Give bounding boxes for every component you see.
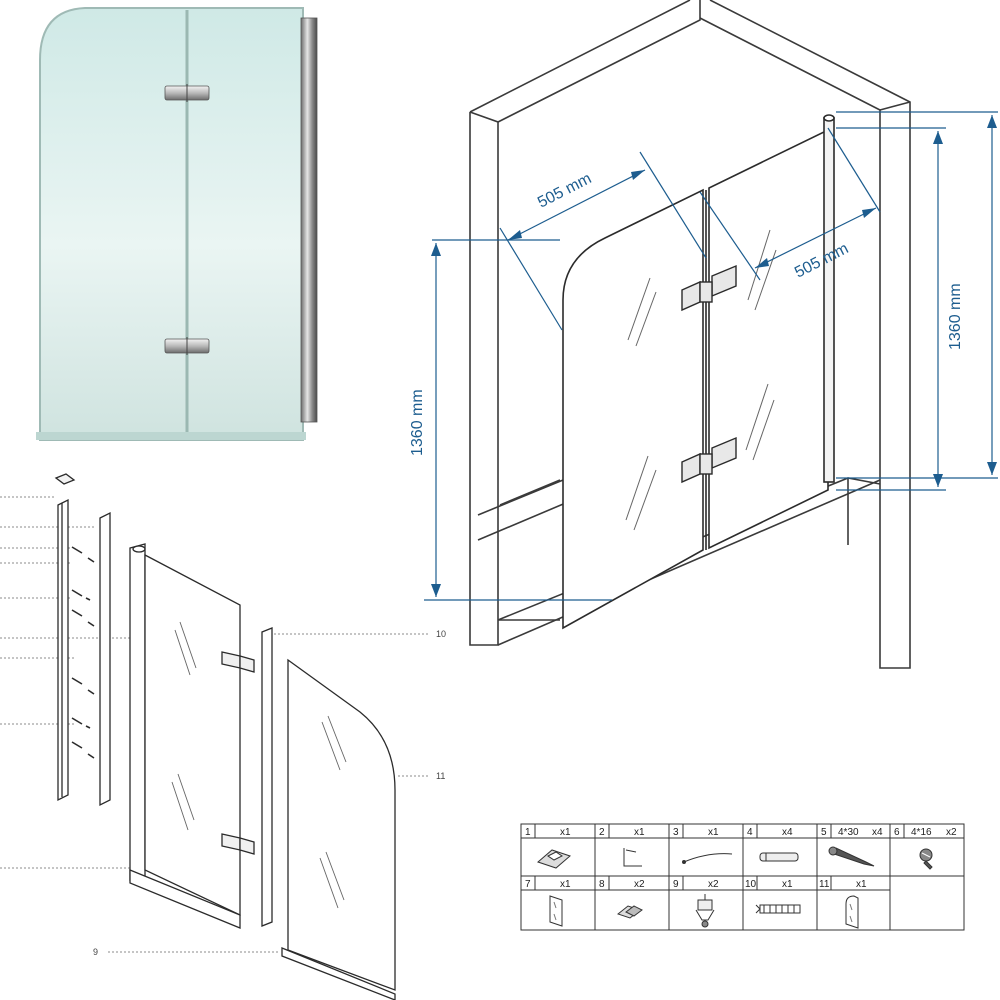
- part-no: 10: [745, 879, 757, 890]
- parts-table: 1 x1 2 x1 3 x1 4 x4 5 4*30 x4 6 4*16 x2 …: [520, 823, 965, 931]
- part-no: 6: [894, 827, 900, 838]
- part-qty: x1: [708, 827, 719, 838]
- wall-plug-icon: [759, 852, 799, 862]
- part-qty: x1: [634, 827, 645, 838]
- hinge-icon: [616, 905, 643, 919]
- wall-profile: [300, 17, 318, 423]
- hinge-3d-upper: [681, 264, 737, 312]
- hinge-lower: [164, 337, 210, 355]
- screws: [71, 546, 95, 759]
- wall-seal-part: [99, 511, 111, 807]
- callout-10: 10: [436, 629, 446, 639]
- wall-profile-part: [57, 498, 69, 802]
- part-no: 4: [747, 827, 753, 838]
- screen-3d: [562, 114, 835, 630]
- part-no: 11: [819, 879, 830, 890]
- left-panel: [562, 188, 704, 630]
- bracket-icon: [695, 894, 715, 928]
- part-qty: x2: [634, 879, 645, 890]
- part-no: 9: [673, 879, 679, 890]
- part-qty: x4: [782, 827, 793, 838]
- exploded-view: [0, 473, 430, 1000]
- part-no: 7: [525, 879, 531, 890]
- callout-9: 9: [93, 947, 98, 957]
- glass-panel-left-part: [144, 553, 241, 917]
- curved-glass-icon: [845, 895, 859, 929]
- part-no: 8: [599, 879, 605, 890]
- part-qty: x2: [708, 879, 719, 890]
- width-label-left: 505 mm: [535, 170, 594, 211]
- end-cap: [54, 473, 76, 485]
- short-screw-icon: [919, 848, 933, 870]
- height-label-right: 1360 mm: [947, 283, 964, 350]
- hinge-parts: [221, 651, 255, 855]
- dimension-lines: [424, 111, 998, 601]
- part-no: 2: [599, 827, 605, 838]
- part-size: 4*16: [911, 827, 932, 838]
- end-cap-icon: [537, 849, 571, 869]
- hinge-3d-lower: [681, 436, 737, 484]
- part-qty: x1: [560, 879, 571, 890]
- part-10: [261, 627, 273, 927]
- part-qty: x2: [946, 827, 957, 838]
- part-qty: x4: [872, 827, 883, 838]
- height-label-left: 1360 mm: [409, 389, 426, 456]
- product-photo: [36, 7, 318, 441]
- part-qty: x1: [782, 879, 793, 890]
- bathroom-walls: [469, 0, 911, 669]
- part-qty: x1: [560, 827, 571, 838]
- bottom-seal-left: [129, 869, 241, 929]
- right-panel: [708, 128, 829, 550]
- curved-seal-icon: [682, 853, 733, 864]
- part-no: 5: [821, 827, 827, 838]
- wall-seal-icon: [623, 848, 642, 867]
- part-no: 3: [673, 827, 679, 838]
- part-11-glass: [287, 658, 396, 991]
- part-qty: x1: [856, 879, 867, 890]
- part-size: 4*30: [838, 827, 859, 838]
- long-screw-icon: [828, 846, 875, 867]
- callout-11: 11: [436, 771, 445, 781]
- hinge-upper: [164, 84, 210, 102]
- glass-panel-icon: [549, 895, 563, 927]
- magnetic-seal-icon: [755, 904, 801, 914]
- part-no: 1: [525, 827, 531, 838]
- wall-profile-3d: [823, 117, 835, 483]
- bottom-seal-right: [281, 947, 396, 1000]
- profile-part: [129, 543, 146, 881]
